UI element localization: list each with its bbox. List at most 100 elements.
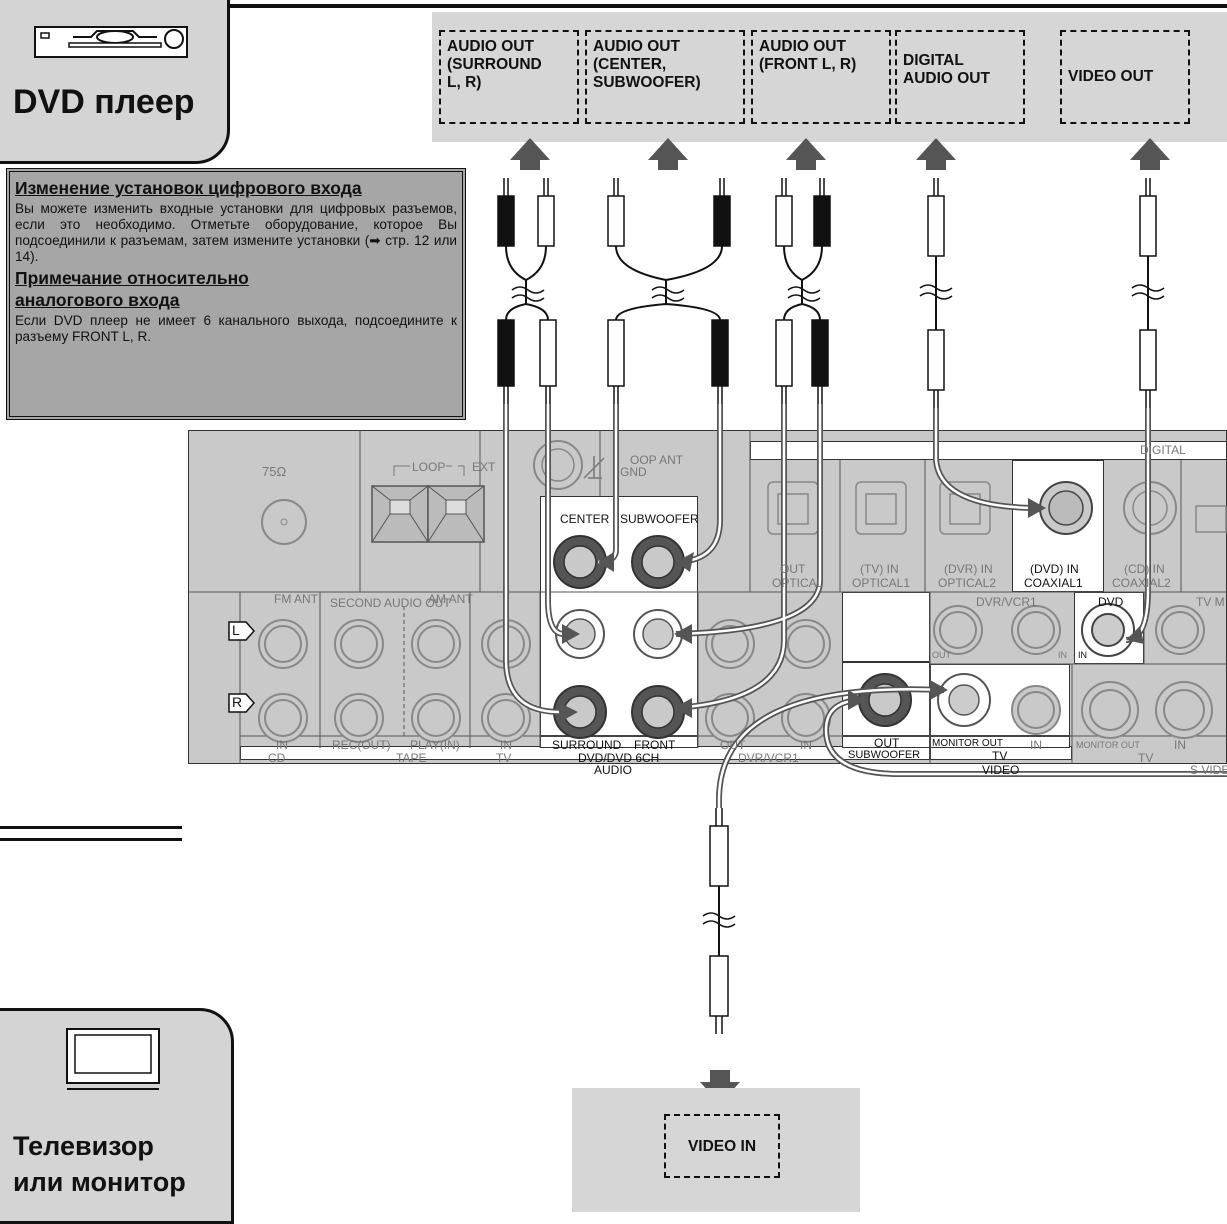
dvd-6ch-label: DVD/DVD 6CH	[578, 751, 660, 765]
down-arrow	[700, 1070, 740, 1104]
coaxial1-label: COAXIAL1	[1024, 576, 1083, 590]
dvd-player-icon	[33, 21, 193, 66]
output-center-line2: (CENTER,	[593, 56, 667, 73]
dvr-in-label: (DVR) IN	[944, 562, 993, 576]
subwoofer-bottom-label: SUBWOOFER	[848, 749, 921, 761]
left-rule-2	[0, 838, 182, 841]
output-surround-line1: AUDIO OUT	[447, 38, 534, 55]
output-video: VIDEO OUT	[1060, 30, 1190, 124]
optical2-label: OPTICAL2	[938, 576, 997, 590]
ext-label: EXT	[472, 460, 496, 474]
loop-label: LOOP	[412, 460, 446, 474]
video-section-label: VIDEO	[982, 763, 1020, 777]
output-front-line1: AUDIO OUT	[759, 38, 846, 55]
output-digital-line1: DIGITAL	[903, 52, 964, 69]
tv-audio-label: TV	[496, 751, 512, 765]
dvr-in-row-label: IN	[800, 738, 812, 752]
note-title-analog-2: аналогового входа	[15, 290, 180, 310]
optical-out-label: OUT	[780, 562, 806, 576]
video-active-jacks	[858, 603, 1135, 727]
center-subwoofer-jacks	[553, 535, 685, 589]
tv-tab: Телевизор или монитор	[0, 1008, 234, 1224]
tv-video-in-label: IN	[1030, 738, 1042, 752]
tv-video-in: VIDEO IN	[664, 1114, 780, 1178]
center-label: CENTER	[560, 512, 610, 526]
dvd-outputs-bar	[432, 12, 1227, 142]
tv-in-row-label: IN	[500, 738, 512, 752]
dvr-in-small: IN	[1058, 650, 1067, 660]
tv-title-line1: Телевизор	[13, 1131, 154, 1161]
tape-label: TAPE	[396, 751, 427, 765]
second-audio-out-label: SECOND AUDIO OUT	[330, 596, 451, 610]
rec-out-label: REC(OUT)	[332, 738, 391, 752]
up-arrows	[510, 138, 1170, 170]
left-rule-1	[0, 826, 182, 829]
cd-label: CD	[268, 751, 286, 765]
tv-in-label: (TV) IN	[860, 562, 899, 576]
output-front-line2: (FRONT L, R)	[759, 56, 857, 73]
note-body-analog: Если DVD плеер не имеет 6 канального вых…	[15, 313, 457, 344]
dvr-vcr1-label: DVR/VCR1	[738, 751, 799, 765]
am-ant-label: AM ANT	[428, 592, 473, 606]
optical1-label: OPTICAL1	[852, 576, 911, 590]
s-video-jacks	[1081, 681, 1213, 739]
note-title-digital: Изменение установок цифрового входа	[15, 178, 362, 198]
front-label: FRONT	[634, 738, 676, 752]
r-marker-label: R	[232, 694, 243, 710]
tv-m-label: TV M	[1196, 595, 1225, 609]
tv-video-bottom-label: TV	[992, 749, 1008, 763]
subwoofer-label: SUBWOOFER	[620, 512, 699, 526]
dvr-vcr1-top-label: DVR/VCR1	[976, 595, 1037, 609]
tv-video-in-label: VIDEO IN	[687, 1138, 757, 1155]
output-front: AUDIO OUT (FRONT L, R)	[751, 30, 891, 124]
output-center-line1: AUDIO OUT	[593, 38, 680, 55]
play-in-label: PLAY(IN)	[410, 738, 460, 752]
coaxial2-label: COAXIAL2	[1112, 576, 1171, 590]
top-rule	[228, 4, 1227, 8]
l-marker-label: L	[232, 622, 240, 638]
dvr-out-label: OUT	[720, 738, 746, 752]
sub-out-label: OUT	[874, 736, 900, 750]
am-ant-terminals	[371, 485, 485, 543]
tv-title-line2: или монитор	[13, 1167, 186, 1197]
monitor-out-label: MONITOR OUT	[932, 738, 1003, 749]
monitor-out-s-label: MONITOR OUT	[1076, 740, 1140, 750]
cd-in-row-label: IN	[276, 738, 288, 752]
gnd-connector	[533, 440, 583, 490]
digital-label: DIGITAL	[1140, 443, 1186, 457]
dvd-player-title: DVD плеер	[13, 83, 195, 121]
tv-input-bar	[572, 1088, 860, 1212]
tv-icon	[65, 1027, 163, 1102]
dvd-video-label: DVD	[1098, 595, 1124, 609]
note-body-digital: Вы можете изменить входные установки для…	[15, 201, 457, 264]
output-center-sub: AUDIO OUT (CENTER, SUBWOOFER)	[585, 30, 745, 124]
output-surround-line2: (SURROUND	[447, 56, 542, 73]
dvr-out-small: OUT	[932, 650, 951, 660]
optical-ports	[767, 481, 1227, 535]
tv-s-label: TV	[1138, 751, 1154, 765]
output-digital: DIGITAL AUDIO OUT	[895, 30, 1025, 124]
s-video-section-label: S VIDE	[1190, 763, 1227, 777]
dvd-in-label: (DVD) IN	[1030, 562, 1079, 576]
output-surround-line3: L, R)	[447, 74, 482, 91]
dvd-in-small: IN	[1078, 650, 1087, 660]
output-center-line3: SUBWOOFER)	[593, 74, 701, 91]
dvd-player-tab: DVD плеер	[0, 0, 230, 164]
s-in-label: IN	[1174, 738, 1186, 752]
optical-label: OPTICAL	[772, 576, 824, 590]
gnd-label: GND	[620, 465, 647, 479]
audio-section-label: AUDIO	[594, 763, 633, 777]
output-surround: AUDIO OUT (SURROUND L, R)	[439, 30, 579, 124]
coaxial-ports	[1039, 481, 1177, 535]
ohm-label: 75Ω	[262, 464, 287, 479]
output-digital-line2: AUDIO OUT	[903, 70, 990, 87]
output-video-line1: VIDEO OUT	[1068, 68, 1154, 85]
rca-jacks-gray	[258, 605, 1205, 743]
fm-ant-label: FM ANT	[274, 592, 318, 606]
note-title-analog-1: Примечание относительно	[15, 268, 249, 288]
note-box: Изменение установок цифрового входа Вы м…	[6, 168, 466, 420]
surround-label: SURROUND	[552, 738, 622, 752]
loop-ant-label: OOP ANT	[630, 453, 684, 467]
fm-ant-connector	[261, 499, 307, 545]
